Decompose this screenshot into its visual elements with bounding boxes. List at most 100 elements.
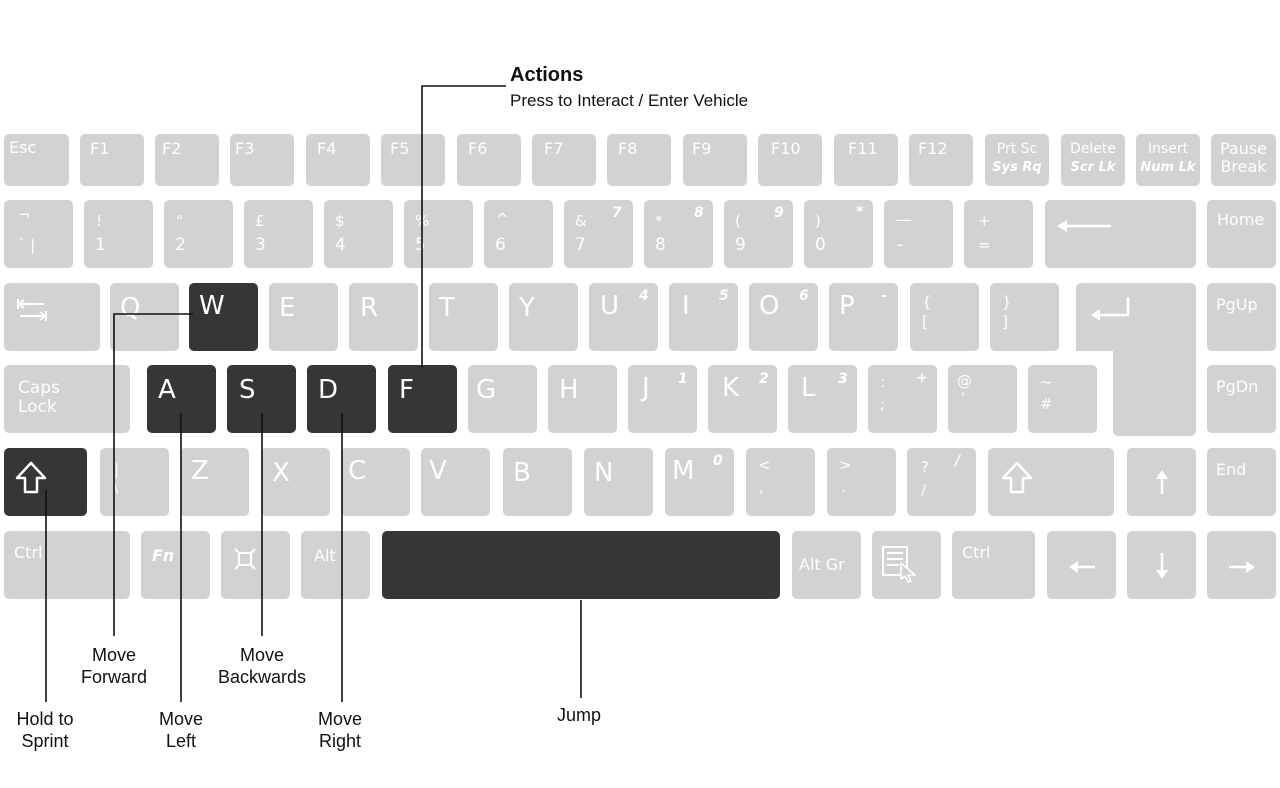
actions-title: Actions xyxy=(510,64,584,86)
key-3: £ 3 xyxy=(244,200,313,268)
key-label-bottom: - xyxy=(897,235,904,255)
key-label: P xyxy=(839,291,855,321)
key-label-top: } xyxy=(1002,293,1012,311)
key-0: ) 0 * xyxy=(804,200,873,268)
enter-arrow-icon xyxy=(1091,297,1130,321)
key-s: S xyxy=(227,365,296,433)
key-x: X xyxy=(261,448,330,516)
key-label: V xyxy=(429,456,447,486)
key-end: End xyxy=(1207,448,1276,516)
key-numpad-label: 6 xyxy=(799,288,809,304)
key-label-bottom: Scr Lk xyxy=(1070,160,1116,175)
key-label: F9 xyxy=(692,139,712,158)
callout-line-actions xyxy=(421,85,506,367)
key-label: I xyxy=(682,291,690,321)
key-label: PgDn xyxy=(1216,377,1259,396)
key-label-top: & xyxy=(575,212,587,230)
tab-arrows-icon xyxy=(17,299,47,321)
shift-arrow-icon xyxy=(1001,461,1033,494)
key-label-top: Prt Sc xyxy=(996,141,1038,157)
key-pgup: PgUp xyxy=(1207,283,1276,351)
key-label: End xyxy=(1216,460,1247,479)
key-label-bottom: Lock xyxy=(18,397,57,417)
key-hash: ~ # xyxy=(1028,365,1097,433)
key-w: W xyxy=(189,283,258,351)
key-label: G xyxy=(476,375,497,405)
key-numpad-label: 1 xyxy=(678,371,688,387)
key-pause: Pause Break xyxy=(1211,134,1276,186)
key-label: Ctrl xyxy=(962,543,991,562)
key-ctrl-right: Ctrl xyxy=(952,531,1035,599)
key-m: M 0 xyxy=(665,448,734,516)
key-numpad-label: 2 xyxy=(759,371,769,387)
key-capslock: Caps Lock xyxy=(4,365,130,433)
key-pipe: | \ xyxy=(100,448,169,516)
key-f8: F8 xyxy=(607,134,671,186)
windows-key-icon xyxy=(234,548,256,570)
key-menu xyxy=(872,531,941,599)
arrow-up-icon xyxy=(1156,470,1168,494)
key-label-top: Delete xyxy=(1070,141,1116,157)
key-label: Fn xyxy=(152,546,175,565)
key-tab xyxy=(4,283,100,351)
key-numpad-label: - xyxy=(881,288,887,304)
key-label-top: + xyxy=(978,212,991,230)
key-label-bottom: 2 xyxy=(175,235,186,255)
key-arrow-left xyxy=(1047,531,1116,599)
key-altgr: Alt Gr xyxy=(792,531,861,599)
annotation-line: Move xyxy=(91,645,136,665)
key-label-bottom: Break xyxy=(1220,157,1267,176)
key-label-top: ¬ xyxy=(18,206,31,224)
key-label: F3 xyxy=(235,139,255,158)
key-label: C xyxy=(348,456,367,486)
key-label: E xyxy=(279,293,296,323)
key-label-top: | xyxy=(114,460,120,478)
key-label-top: ^ xyxy=(496,210,509,228)
key-z: Z xyxy=(180,448,249,516)
key-windows xyxy=(221,531,290,599)
key-enter xyxy=(1076,283,1196,351)
key-label: Home xyxy=(1217,210,1265,229)
key-label-bottom: ; xyxy=(880,395,886,413)
key-label: Alt Gr xyxy=(799,555,845,574)
key-label-top: Pause xyxy=(1219,139,1268,158)
key-label: U xyxy=(600,291,620,321)
key-label: L xyxy=(801,373,816,403)
key-i: I 5 xyxy=(669,283,738,351)
key-semicolon: : ; + xyxy=(868,365,937,433)
key-shift-right xyxy=(988,448,1114,516)
key-label: F6 xyxy=(468,139,488,158)
annotation-hold-to-sprint: Hold to Sprint xyxy=(0,708,90,752)
key-label: N xyxy=(594,458,614,488)
context-menu-icon xyxy=(882,546,916,583)
key-n: N xyxy=(584,448,653,516)
annotation-line: Move xyxy=(158,709,203,729)
key-label-top: @ xyxy=(957,372,972,390)
key-f6: F6 xyxy=(457,134,521,186)
key-label-bottom: 1 xyxy=(95,235,106,255)
key-numpad-label: + xyxy=(916,370,928,386)
key-alt: Alt xyxy=(301,531,370,599)
annotation-line: Left xyxy=(165,731,197,751)
key-k: K 2 xyxy=(708,365,777,433)
key-j: J 1 xyxy=(628,365,697,433)
annotation-jump: Jump xyxy=(539,704,619,726)
key-f12: F12 xyxy=(909,134,973,186)
key-h: H xyxy=(548,365,617,433)
arrow-down-icon xyxy=(1156,553,1168,579)
key-comma: < , xyxy=(746,448,815,516)
key-label-bottom: ' xyxy=(961,389,966,407)
key-numpad-label: / xyxy=(955,453,961,469)
annotation-line: Forward xyxy=(80,667,147,687)
annotation-move-right: Move Right xyxy=(300,708,380,752)
key-label-bottom: [ xyxy=(922,313,928,331)
key-numpad-label: 9 xyxy=(774,205,784,221)
key-4: $ 4 xyxy=(324,200,393,268)
key-label-top: { xyxy=(922,293,932,311)
key-enter-lower xyxy=(1113,345,1196,436)
key-f7: F7 xyxy=(532,134,596,186)
key-arrow-down xyxy=(1127,531,1196,599)
key-numpad-label: 8 xyxy=(694,205,704,221)
key-insert: Insert Num Lk xyxy=(1136,134,1200,186)
